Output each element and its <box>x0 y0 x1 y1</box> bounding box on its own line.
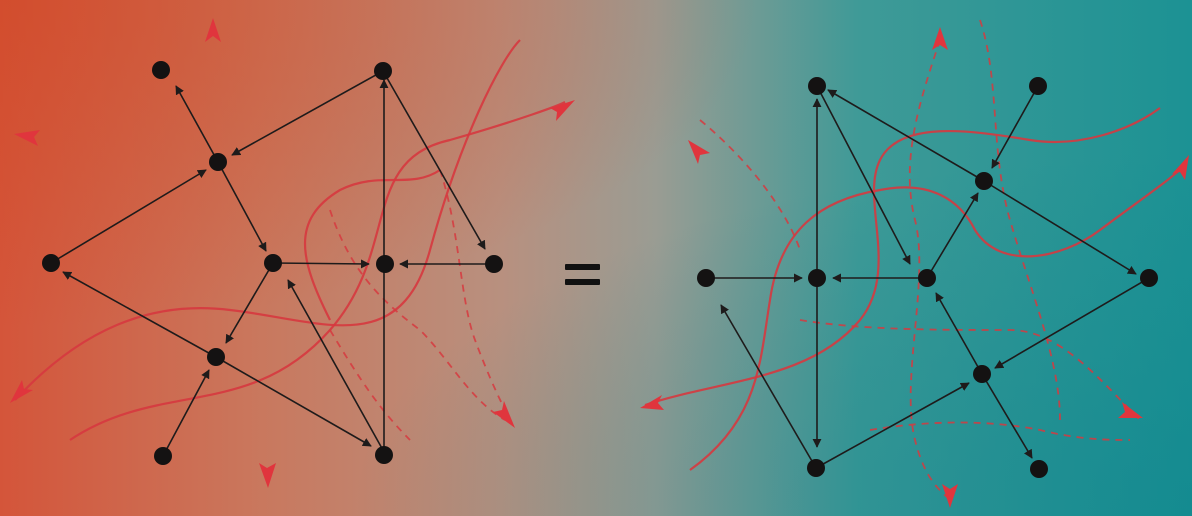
right-flow-dashed <box>908 39 951 501</box>
left-node <box>264 254 282 272</box>
left-node <box>209 153 227 171</box>
flow-arrowhead <box>942 484 958 508</box>
left-edge <box>162 369 210 457</box>
right-flow-dashed <box>869 421 1131 441</box>
left-node <box>485 255 503 273</box>
right-node <box>975 172 993 190</box>
right-flow-dashed <box>799 319 1141 421</box>
right-edge <box>981 373 1033 459</box>
right-flow-curve <box>644 107 1161 407</box>
flow-arrowhead <box>10 380 33 403</box>
left-flow-curve <box>69 101 566 441</box>
right-node <box>808 269 826 287</box>
left-flow-dashed <box>329 209 506 421</box>
right-edge <box>991 85 1039 169</box>
left-edge <box>231 70 384 156</box>
left-edge <box>382 70 486 250</box>
left-edge <box>175 85 219 163</box>
left-edge <box>287 279 385 453</box>
right-node <box>918 269 936 287</box>
left-edge <box>217 161 267 252</box>
right-node <box>697 269 715 287</box>
left-edge <box>225 262 274 344</box>
left-node <box>207 348 225 366</box>
flow-arrowhead <box>493 401 515 428</box>
equals-sign <box>565 264 600 285</box>
flow-arrowhead <box>640 395 664 410</box>
left-node <box>374 62 392 80</box>
right-node <box>973 365 991 383</box>
left-flow-curve <box>14 39 521 401</box>
right-node <box>1030 460 1048 478</box>
right-flow-dashed <box>699 119 801 251</box>
right-edge <box>935 292 983 375</box>
left-node <box>376 255 394 273</box>
right-edge <box>816 85 911 265</box>
right-flow-curve <box>689 164 1186 471</box>
left-flow-dashed <box>439 169 511 421</box>
left-node <box>42 254 60 272</box>
right-edge <box>827 89 985 182</box>
left-edge <box>62 271 217 358</box>
left-edge <box>50 169 207 264</box>
flow-arrowhead <box>205 18 221 42</box>
flow-arrowhead <box>550 100 575 121</box>
left-node <box>154 447 172 465</box>
right-node <box>807 459 825 477</box>
right-edge <box>926 192 979 279</box>
flow-arrowhead <box>1172 155 1189 180</box>
right-edge <box>983 180 1137 275</box>
left-flow-curve <box>304 169 441 321</box>
right-node <box>808 77 826 95</box>
flow-arrowhead <box>14 130 40 146</box>
left-flow-dashed <box>329 329 411 441</box>
flow-arrowhead <box>1118 402 1143 418</box>
right-edge <box>994 277 1150 369</box>
flow-arrowhead <box>932 27 948 50</box>
left-graph <box>10 18 575 488</box>
right-edge <box>720 304 817 469</box>
right-graph <box>640 19 1189 508</box>
equals-bar-bottom <box>565 279 600 285</box>
left-edge <box>272 259 370 269</box>
left-node <box>152 61 170 79</box>
equals-bar-top <box>565 264 600 270</box>
right-node <box>1140 269 1158 287</box>
flow-arrowhead <box>688 140 710 164</box>
right-edge <box>815 382 970 469</box>
flow-arrowhead <box>259 463 276 488</box>
right-node <box>1029 77 1047 95</box>
left-node <box>375 446 393 464</box>
left-edge <box>215 356 372 447</box>
